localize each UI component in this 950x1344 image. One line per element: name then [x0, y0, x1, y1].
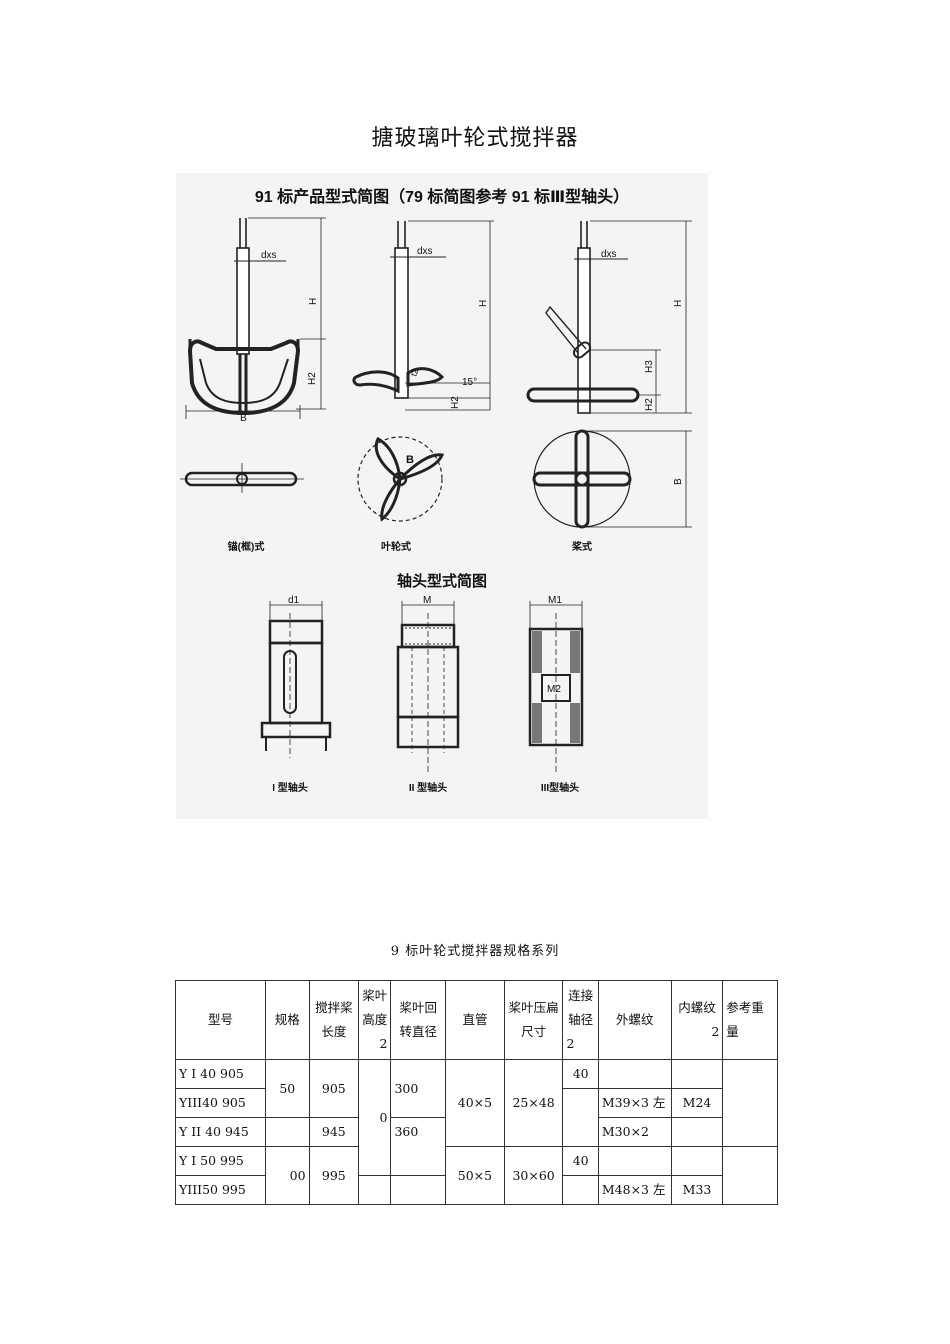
dim-b-label-3: B — [673, 478, 684, 485]
table-row: YIII50 995 M48×3 左 M33 — [174, 1175, 778, 1205]
dim-h-label-3: H — [673, 300, 684, 307]
header-weight: 参考重量 — [722, 980, 778, 1060]
paddle-top-view: B 桨式 — [532, 429, 692, 553]
cell-shaft-diameter — [562, 1175, 599, 1205]
header-pipe: 直管 — [445, 980, 505, 1060]
cell-shaft-diameter: 40 — [562, 1059, 599, 1089]
label-anchor-type: 锚(框)式 — [228, 540, 265, 553]
table-row: Y I 40 905 50 905 0 300 40×5 25×48 40 — [174, 1059, 778, 1176]
header-model: 型号 — [174, 980, 267, 1060]
cell-flat-size: 25×48 — [503, 1059, 564, 1147]
header-spec: 规格 — [265, 980, 310, 1060]
cell-internal-thread — [670, 1117, 724, 1147]
cell-weight — [722, 1146, 778, 1205]
dim-h-label: H — [308, 298, 319, 305]
table-row: 360 M30×2 — [176, 1117, 778, 1176]
dim-m2-label: M2 — [547, 684, 561, 695]
cell-shaft-diameter — [562, 1088, 599, 1147]
cell-flat-size: 30×60 — [503, 1146, 564, 1205]
dim-m-label: M — [423, 595, 431, 606]
cell-pipe: 40×5 — [445, 1059, 505, 1147]
cell-length: 905 — [308, 1059, 360, 1118]
cell-spec: 00 — [265, 1146, 310, 1205]
cell-external-thread — [597, 1146, 672, 1176]
document-title: 搪玻璃叶轮式搅拌器 — [371, 126, 579, 151]
dim-t2-label: t2 — [408, 367, 420, 377]
type2-shaft-head: M II 型轴头 — [396, 595, 460, 794]
dim-h2-label-3: H2 — [644, 398, 655, 411]
cell-blade-height: 0 — [358, 1059, 392, 1176]
dim-b-label-2: B — [406, 454, 414, 466]
cell-shaft-diameter: 40 — [562, 1146, 599, 1176]
cell-length: 995 — [308, 1146, 360, 1205]
cell-weight — [722, 1059, 778, 1147]
header-rotation-diameter: 桨叶回转直径 — [390, 980, 447, 1060]
dim-m1-label: M1 — [548, 595, 562, 606]
cell-internal-thread: M24 — [670, 1088, 724, 1118]
cell-length: 945 — [308, 1117, 360, 1147]
table-caption: 9 标叶轮式搅拌器规格系列 — [390, 944, 560, 959]
cell-internal-thread — [670, 1059, 724, 1089]
stirrer-diagram: 91 标产品型式简图（79 标简图参考 91 标Ⅲ型轴头） dxs H H2 B — [176, 173, 708, 819]
paddle-type-drawing: dxs H H3 H2 — [526, 220, 692, 414]
label-type3: III型轴头 — [541, 781, 579, 794]
header-length: 搅拌桨长度 — [308, 980, 360, 1060]
cell-rotation-diameter: 360 — [390, 1117, 447, 1176]
cell-external-thread — [597, 1059, 672, 1089]
type3-shaft-head: M1 M2 III型轴头 — [528, 595, 584, 794]
cell-pipe: 50×5 — [445, 1146, 505, 1205]
type1-shaft-head: d1 I 型轴头 — [260, 595, 332, 794]
cell-rotation-diameter: 300 — [390, 1059, 447, 1118]
anchor-type-drawing: dxs H H2 B — [185, 217, 326, 424]
anchor-top-view: 锚(框)式 — [180, 463, 304, 553]
cell-model: Y I 50 995 — [174, 1146, 267, 1176]
dim-h3-label: H3 — [644, 360, 655, 373]
label-paddle-type: 桨式 — [571, 540, 592, 553]
header-flat-size: 桨叶压扁尺寸 — [503, 980, 564, 1060]
cell-internal-thread: M33 — [670, 1175, 724, 1205]
label-type2: II 型轴头 — [409, 781, 447, 794]
dim-d1-label: d1 — [288, 595, 300, 606]
impeller-type-drawing: dxs H 15° H2 t2 — [352, 220, 494, 411]
cell-model: Y I 40 905 — [174, 1059, 267, 1089]
cell-internal-thread — [670, 1146, 724, 1176]
label-type1: I 型轴头 — [272, 781, 308, 794]
cell-rotation-diameter — [390, 1175, 447, 1205]
dim-b-label: B — [240, 413, 247, 424]
cell-external-thread: M30×2 — [597, 1117, 672, 1147]
dim-h2-label-2: H2 — [450, 396, 461, 409]
table-row: Y I 50 995 00 995 50×5 30×60 40 — [174, 1146, 778, 1205]
figure-heading: 91 标产品型式简图（79 标简图参考 91 标Ⅲ型轴头） — [255, 187, 629, 206]
cell-external-thread: M39×3 左 — [597, 1088, 672, 1118]
cell-blade-height — [358, 1175, 392, 1205]
dim-dxs-label: dxs — [261, 250, 277, 261]
angle-label: 15° — [462, 377, 477, 388]
cell-spec — [265, 1117, 310, 1147]
header-external-thread: 外螺纹 — [597, 980, 672, 1060]
cell-model: YIII40 905 — [174, 1088, 267, 1118]
shaft-head-heading: 轴头型式简图 — [397, 572, 487, 590]
dim-dxs-label-3: dxs — [601, 249, 617, 260]
dim-h-label-2: H — [478, 300, 489, 307]
cell-spec: 50 — [265, 1059, 310, 1118]
cell-model: Y II 40 945 — [174, 1117, 267, 1147]
impeller-top-view: B 叶轮式 — [357, 436, 445, 553]
dim-h2-label: H2 — [307, 372, 318, 385]
cell-external-thread: M48×3 左 — [597, 1175, 672, 1205]
dim-dxs-label-2: dxs — [417, 246, 433, 257]
cell-model: YIII50 995 — [174, 1175, 267, 1205]
label-impeller-type: 叶轮式 — [381, 540, 411, 553]
